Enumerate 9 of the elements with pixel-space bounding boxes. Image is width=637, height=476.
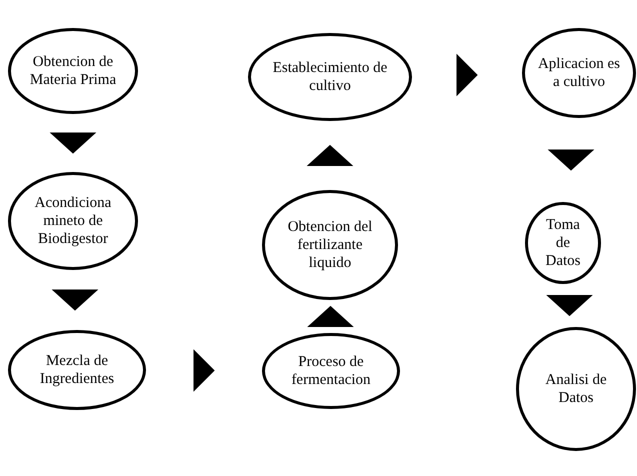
node-label: Obtencion del fertilizante liquido — [286, 218, 374, 272]
node-label: Mezcla de Ingredientes — [38, 352, 116, 388]
node-label: Acondiciona mineto de Biodigestor — [34, 194, 112, 248]
node-label: Aplicacion es a cultivo — [536, 55, 622, 91]
node-label: Establecimiento de cultivo — [272, 59, 388, 95]
node-label: Analisi de Datos — [544, 371, 608, 407]
node-label: Proceso de fermentacion — [290, 353, 372, 389]
node-label: Toma de Datos — [544, 216, 582, 270]
node-label: Obtencion de Materia Prima — [28, 53, 118, 89]
